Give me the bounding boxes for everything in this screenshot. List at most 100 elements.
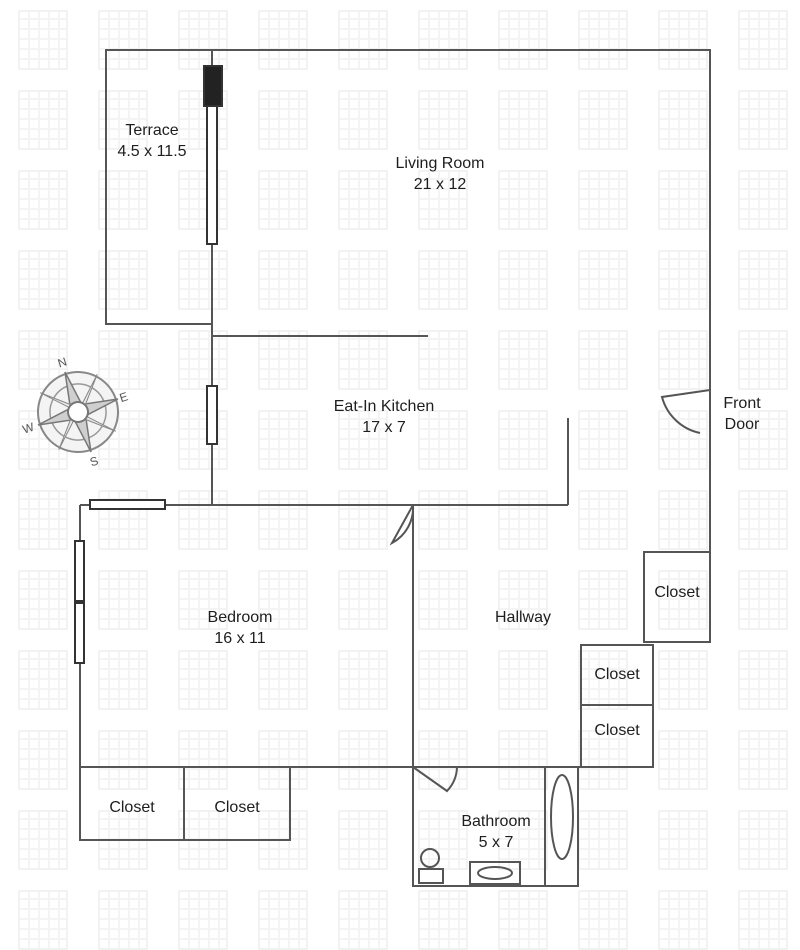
- watermark-tile: [738, 170, 788, 230]
- compass-rose: N E S W: [21, 354, 130, 469]
- front-door-line2: Door: [724, 416, 760, 433]
- watermark-tile: [18, 570, 68, 630]
- front-door-swing: [660, 389, 711, 434]
- closet-east-label: Closet: [654, 584, 700, 601]
- watermark-tile: [498, 810, 548, 870]
- watermark-tile: [98, 170, 148, 230]
- closet-bedroom-2-outline: [183, 767, 291, 841]
- bedroom-door-swing: [389, 504, 415, 546]
- watermark-tile: [258, 10, 308, 70]
- watermark-tile: [658, 730, 708, 790]
- bathtub: [550, 774, 574, 860]
- watermark-tile: [98, 90, 148, 150]
- watermark-tile: [498, 730, 548, 790]
- bathroom-door-swing: [412, 766, 458, 793]
- wall-living-top: [212, 49, 711, 552]
- watermark-tile: [578, 890, 628, 950]
- watermark-tile: [418, 170, 468, 230]
- living-room-label: Living Room 21 x 12: [380, 153, 500, 195]
- front-door-label: Front Door: [710, 393, 774, 435]
- watermark-tile: [578, 650, 628, 710]
- watermark-tile: [658, 170, 708, 230]
- watermark-tile: [178, 170, 228, 230]
- terrace-size: 4.5 x 11.5: [117, 143, 187, 160]
- watermark-tile: [498, 330, 548, 390]
- sink-basin: [477, 866, 513, 880]
- watermark-tile: [658, 570, 708, 630]
- sink: [469, 861, 521, 885]
- front-door-line1: Front: [723, 395, 761, 412]
- watermark-tile: [178, 410, 228, 470]
- watermark-tile: [658, 810, 708, 870]
- compass-n: N: [56, 354, 69, 370]
- watermark-tile: [578, 170, 628, 230]
- watermark-tile: [258, 330, 308, 390]
- watermark-tile: [178, 250, 228, 310]
- watermark-tile: [178, 650, 228, 710]
- window-terrace: [206, 103, 218, 245]
- closet-hall-2-label: Closet: [594, 722, 640, 739]
- terrace-door-panel: [203, 65, 223, 107]
- watermark-tile: [178, 570, 228, 630]
- compass-e: E: [118, 389, 130, 405]
- watermark-tile: [738, 570, 788, 630]
- watermark-tile: [498, 250, 548, 310]
- window-bedroom-west-2: [74, 602, 85, 664]
- watermark-tile: [738, 730, 788, 790]
- watermark-tile: [18, 10, 68, 70]
- watermark-tile: [178, 330, 228, 390]
- bathroom-label: Bathroom 5 x 7: [446, 811, 546, 853]
- watermark-tile: [418, 90, 468, 150]
- watermark-tile: [338, 90, 388, 150]
- compass-w: W: [21, 420, 37, 437]
- watermark-tile: [98, 570, 148, 630]
- watermark-tile: [418, 490, 468, 550]
- watermark-tile: [418, 730, 468, 790]
- toilet: [420, 848, 440, 868]
- closet-hall-1-label: Closet: [594, 666, 640, 683]
- watermark-tile: [338, 170, 388, 230]
- watermark-tile: [258, 250, 308, 310]
- watermark-tile: [738, 10, 788, 70]
- hallway-label: Hallway: [480, 607, 566, 628]
- window-bedroom-north: [89, 499, 166, 510]
- watermark-tile: [258, 650, 308, 710]
- watermark-tile: [18, 650, 68, 710]
- kitchen-size: 17 x 7: [362, 419, 406, 436]
- watermark-tile: [498, 570, 548, 630]
- watermark-tile: [18, 730, 68, 790]
- watermark-tile: [498, 650, 548, 710]
- watermark-tile: [738, 490, 788, 550]
- watermark-tile: [258, 90, 308, 150]
- watermark-tile: [738, 90, 788, 150]
- watermark-tile: [338, 410, 388, 470]
- window-bedroom-west-1: [74, 540, 85, 602]
- living-room-size: 21 x 12: [413, 176, 467, 193]
- watermark-tile: [338, 810, 388, 870]
- watermark-tile: [578, 330, 628, 390]
- kitchen-name: Eat-In Kitchen: [333, 398, 435, 415]
- bathroom-name: Bathroom: [461, 813, 531, 830]
- watermark-tile: [578, 490, 628, 550]
- watermark-tile: [418, 410, 468, 470]
- watermark-tile: [658, 650, 708, 710]
- watermark-tile: [98, 330, 148, 390]
- watermark-tile: [738, 250, 788, 310]
- bedroom-size: 16 x 11: [214, 630, 266, 647]
- watermark-tile: [578, 570, 628, 630]
- watermark-tile: [418, 330, 468, 390]
- watermark-tile: [258, 570, 308, 630]
- watermark-tile: [498, 90, 548, 150]
- watermark-tile: [338, 730, 388, 790]
- watermark-tile: [738, 890, 788, 950]
- watermark-tile: [658, 490, 708, 550]
- watermark-tile: [18, 170, 68, 230]
- watermark-tile: [658, 250, 708, 310]
- watermark-tile: [98, 650, 148, 710]
- watermark-tile: [578, 810, 628, 870]
- watermark-tile: [418, 890, 468, 950]
- watermark-tile: [578, 410, 628, 470]
- watermark-tile: [338, 10, 388, 70]
- watermark-tile: [658, 410, 708, 470]
- watermark-tile: [738, 650, 788, 710]
